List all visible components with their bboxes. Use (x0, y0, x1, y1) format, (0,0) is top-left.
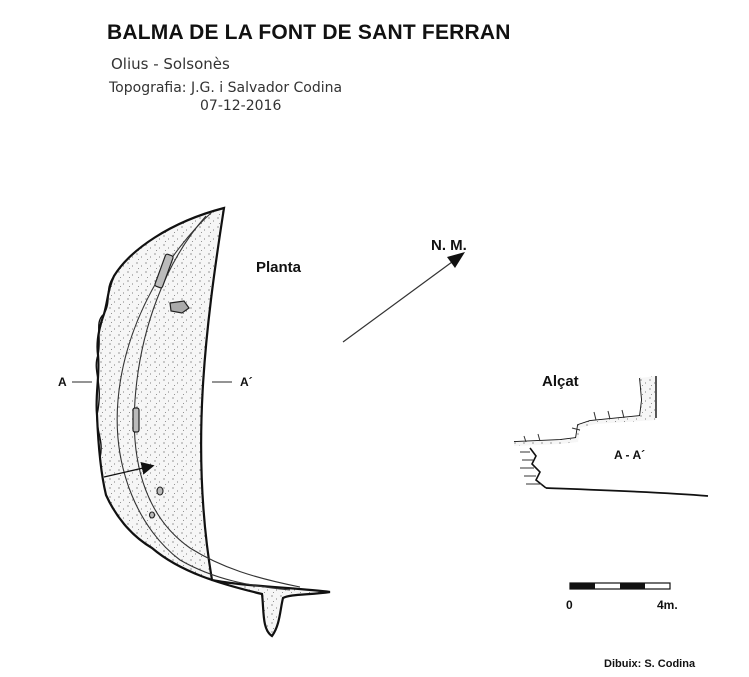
scale-bar: 0 4m. (566, 582, 678, 612)
ceiling-hatching (523, 409, 625, 443)
elevation-entrance-wall (529, 447, 547, 489)
north-arrow: N. M. (342, 237, 467, 343)
survey-date: 07-12-2016 (200, 98, 282, 114)
plan-view: A A´ Planta (58, 206, 331, 638)
elevation-view: Alçat A - A´ (513, 373, 709, 497)
scale-start: 0 (566, 598, 573, 612)
drawing-credit: Dibuix: S. Codina (604, 658, 696, 670)
cave-wall-detail (95, 275, 115, 459)
plan-label: Planta (256, 259, 302, 276)
north-arrow-head (447, 252, 465, 268)
survey-credit: Topografia: J.G. i Salvador Codina (109, 80, 343, 96)
drip-line-inner (133, 215, 301, 588)
section-label-right: A´ (240, 375, 253, 389)
rock-block (132, 407, 140, 433)
elevation-floor (545, 487, 709, 497)
scale-end: 4m. (657, 598, 678, 612)
elevation-rock-mass (514, 376, 656, 446)
north-arrow-line (342, 261, 453, 343)
rock-block (148, 511, 156, 519)
rock-block (169, 300, 190, 314)
slope-arrow (103, 461, 155, 478)
map-title: BALMA DE LA FONT DE SANT FERRAN (107, 21, 511, 44)
elevation-section-label: A - A´ (614, 448, 645, 462)
location-text: Olius - Solsonès (111, 55, 230, 73)
section-label-left: A (58, 375, 67, 389)
elevation-label: Alçat (542, 373, 579, 390)
rock-block (154, 253, 174, 289)
entrance-hatching (520, 451, 542, 485)
north-label: N. M. (431, 237, 467, 254)
rock-block (156, 486, 164, 496)
